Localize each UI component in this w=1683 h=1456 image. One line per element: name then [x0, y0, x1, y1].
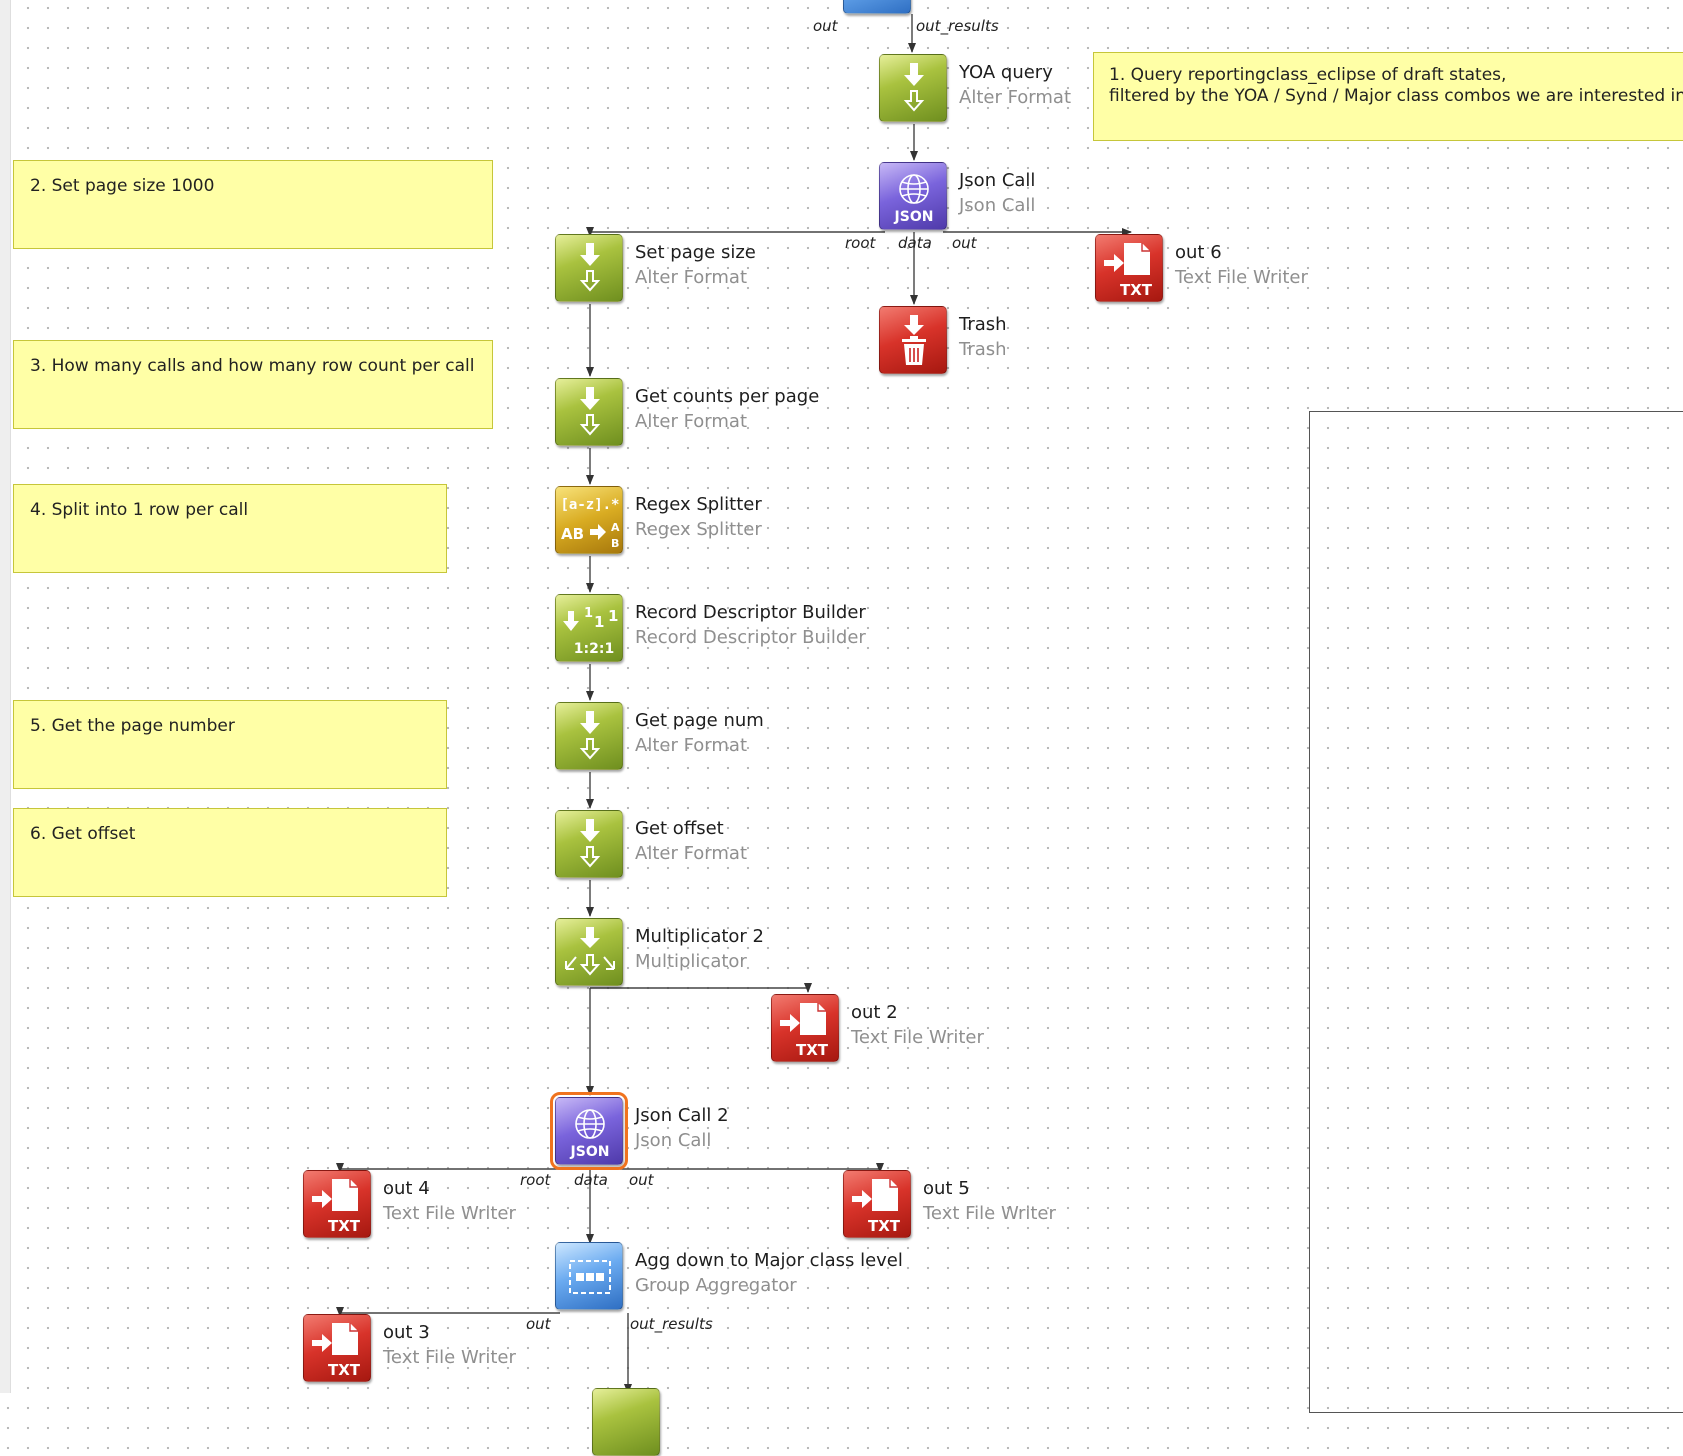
alter-format-icon[interactable] [555, 702, 623, 770]
component-type: Group Aggregator [635, 1275, 797, 1296]
component-name: out 5 [923, 1178, 970, 1199]
note-2[interactable]: 2. Set page size 1000 [13, 160, 493, 249]
left-scroll-gutter [0, 0, 11, 1393]
port-top-out-results: out_results [916, 17, 999, 35]
top-component-partial[interactable] [843, 0, 911, 14]
component-type: Trash [959, 339, 1007, 360]
json-globe-icon[interactable]: JSON [550, 1092, 628, 1170]
component-type: Regex Splitter [635, 519, 762, 540]
component-type: Multiplicator [635, 951, 747, 972]
component-name: YOA query [959, 62, 1053, 83]
alter-format-icon[interactable] [555, 378, 623, 446]
text-file-writer-icon[interactable]: TXT [303, 1314, 371, 1382]
txt-icon-label: TXT [868, 1217, 901, 1235]
txt-icon-label: TXT [1120, 281, 1153, 299]
txt-icon-label: TXT [796, 1041, 829, 1059]
note-4-text: 4. Split into 1 row per call [30, 500, 249, 520]
svg-text:1: 1 [608, 607, 618, 625]
component-name: Regex Splitter [635, 494, 762, 515]
component-type: Alter Format [635, 735, 747, 756]
component-name: out 2 [851, 1002, 898, 1023]
bottom-component-partial[interactable] [592, 1388, 660, 1456]
component-name: Get offset [635, 818, 724, 839]
port-json2-data: data [574, 1171, 608, 1189]
port-json1-out: out [952, 234, 977, 252]
note-1-line-1: 1. Query reportingclass_eclipse of draft… [1109, 65, 1507, 85]
port-agg-out: out [526, 1315, 551, 1333]
text-file-writer-icon[interactable]: TXT [1095, 234, 1163, 302]
component-type: Json Call [959, 195, 1036, 216]
json-icon-label: JSON [894, 209, 934, 225]
component-type: Text File Writer [851, 1027, 984, 1048]
component-name: Json Call [959, 170, 1036, 191]
txt-icon-label: TXT [328, 1217, 361, 1235]
note-1-line-2: filtered by the YOA / Synd / Major class… [1109, 86, 1683, 106]
component-name: Agg down to Major class level [635, 1250, 903, 1271]
component-name: Get counts per page [635, 386, 820, 407]
component-name: Set page size [635, 242, 756, 263]
regex-icon-b: B [611, 537, 619, 550]
txt-icon-label: TXT [328, 1361, 361, 1379]
note-4[interactable]: 4. Split into 1 row per call [13, 484, 447, 573]
port-top-out: out [813, 17, 838, 35]
edge-multiplicator-to-out2[interactable] [590, 983, 812, 993]
component-name: Get page num [635, 710, 764, 731]
phase-frame[interactable] [1309, 411, 1683, 1413]
component-type: Alter Format [635, 843, 747, 864]
json-icon-label: JSON [570, 1144, 610, 1160]
svg-text:1: 1 [594, 613, 604, 631]
component-type: Alter Format [635, 411, 747, 432]
component-name: Multiplicator 2 [635, 926, 764, 947]
component-name: out 6 [1175, 242, 1222, 263]
edge-json2-out-to-out5[interactable] [620, 1163, 884, 1173]
regex-icon-a: A [611, 521, 620, 534]
trash-icon[interactable] [879, 306, 947, 374]
note-5-text: 5. Get the page number [30, 716, 235, 736]
note-5[interactable]: 5. Get the page number [13, 700, 447, 789]
port-json2-out: out [629, 1171, 654, 1189]
group-aggregator-icon[interactable] [555, 1242, 623, 1310]
component-type: Text File Writer [923, 1203, 1056, 1224]
component-type: Record Descriptor Builder [635, 627, 866, 648]
alter-format-icon[interactable] [879, 54, 947, 122]
edge-json-root-to-setpage[interactable] [586, 227, 885, 237]
component-name: Json Call 2 [635, 1105, 729, 1126]
component-type: Json Call [635, 1130, 712, 1151]
note-3[interactable]: 3. How many calls and how many row count… [13, 340, 493, 429]
text-file-writer-icon[interactable]: TXT [843, 1170, 911, 1238]
note-2-text: 2. Set page size 1000 [30, 176, 215, 196]
text-file-writer-icon[interactable]: TXT [771, 994, 839, 1062]
port-json1-root: root [845, 234, 876, 252]
port-json2-root: root [520, 1171, 551, 1189]
note-3-text: 3. How many calls and how many row count… [30, 356, 475, 376]
component-name: out 4 [383, 1178, 430, 1199]
regex-icon-ab: AB [561, 525, 584, 543]
component-type: Text File Writer [383, 1203, 516, 1224]
component-name: out 3 [383, 1322, 430, 1343]
alter-format-icon[interactable] [555, 810, 623, 878]
record-icon-label: 1:2:1 [574, 641, 614, 657]
component-name: Record Descriptor Builder [635, 602, 866, 623]
note-6[interactable]: 6. Get offset [13, 808, 447, 897]
svg-text:1: 1 [584, 606, 593, 621]
regex-icon-pattern: [a-z].* [560, 497, 619, 513]
component-type: Text File Writer [1175, 267, 1308, 288]
text-file-writer-icon[interactable]: TXT [303, 1170, 371, 1238]
note-6-text: 6. Get offset [30, 824, 136, 844]
component-type: Alter Format [959, 87, 1071, 108]
port-json1-data: data [898, 234, 932, 252]
json-globe-icon[interactable]: JSON [879, 162, 947, 230]
component-name: Trash [959, 314, 1007, 335]
multiplicator-icon[interactable] [555, 918, 623, 986]
port-agg-out-results: out_results [630, 1315, 713, 1333]
note-1[interactable]: 1. Query reportingclass_eclipse of draft… [1093, 52, 1683, 141]
alter-format-icon[interactable] [555, 234, 623, 302]
component-type: Alter Format [635, 267, 747, 288]
component-type: Text File Writer [383, 1347, 516, 1368]
